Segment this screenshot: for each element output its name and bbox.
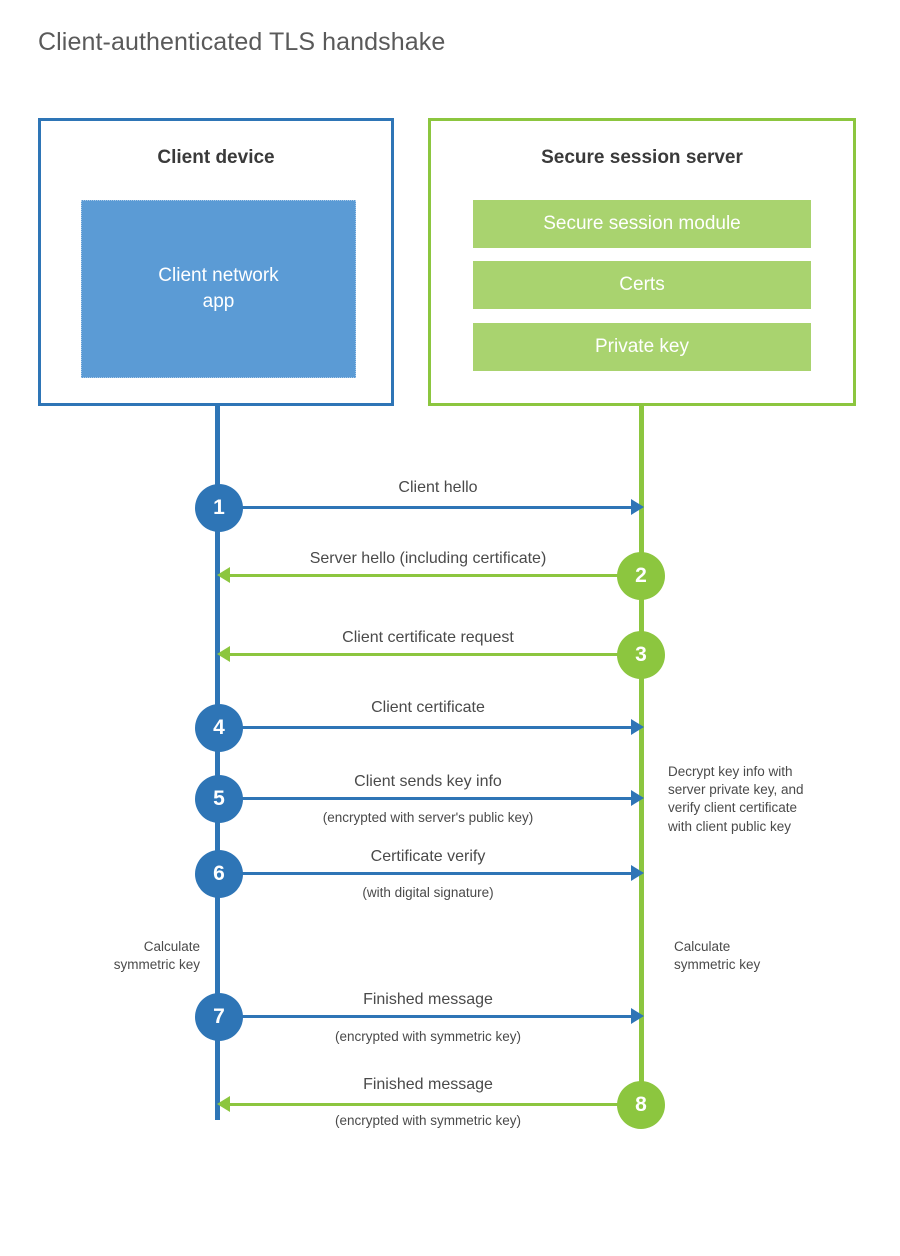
annotation-server-calculate-symmetric-key: Calculate symmetric key — [674, 938, 854, 974]
step-number: 3 — [635, 643, 647, 666]
client-app-label-line2: app — [202, 291, 235, 312]
annotation-line-1: Calculate — [674, 939, 731, 954]
message-line-step-2 — [230, 574, 640, 577]
message-line-step-6 — [217, 872, 633, 875]
message-label-step-3: Client certificate request — [342, 629, 514, 646]
message-sublabel-step-6: (with digital signature) — [362, 885, 494, 900]
step-circle-1[interactable]: 1 — [195, 484, 243, 532]
client-device-title: Client device — [157, 147, 275, 168]
step-circle-4[interactable]: 4 — [195, 704, 243, 752]
server-module-bar-certs: Certs — [473, 261, 811, 309]
annotation-line-1: Calculate — [143, 939, 200, 954]
message-label-step-7: Finished message — [363, 991, 493, 1008]
message-sublabel-step-7: (encrypted with symmetric key) — [334, 1029, 522, 1044]
client-app-label: Client network app — [158, 263, 278, 314]
message-label-step-2: Server hello (including certificate) — [309, 550, 547, 567]
message-line-step-3 — [230, 653, 640, 656]
message-label-step-8: Finished message — [363, 1076, 493, 1093]
client-app-label-line1: Client network — [158, 265, 279, 287]
server-module-bar-label: Secure session module — [543, 213, 741, 234]
annotation-client-calculate-symmetric-key: Calculate symmetric key — [20, 938, 200, 974]
step-circle-3[interactable]: 3 — [617, 631, 665, 679]
arrow-head-right-step-6 — [631, 865, 644, 881]
arrow-head-right-step-5 — [631, 790, 644, 806]
annotation-line-2: symmetric key — [674, 957, 761, 973]
secure-session-server-box: Secure session server Secure session mod… — [428, 118, 856, 406]
step-number: 8 — [635, 1093, 647, 1116]
message-line-step-8 — [230, 1103, 640, 1106]
arrow-head-right-step-7 — [631, 1008, 644, 1024]
step-number: 5 — [213, 787, 225, 810]
arrow-head-right-step-4 — [631, 719, 644, 735]
step-number: 4 — [213, 716, 225, 739]
step-number: 1 — [213, 496, 225, 519]
arrow-head-left-step-3 — [217, 646, 230, 662]
page-title: Client-authenticated TLS handshake — [38, 28, 446, 56]
message-label-step-6: Certificate verify — [370, 848, 486, 865]
message-label-step-5: Client sends key info — [354, 773, 502, 790]
annotation-line-1: Decrypt key info with — [668, 764, 793, 779]
arrow-head-right-step-1 — [631, 499, 644, 515]
step-number: 2 — [635, 564, 647, 587]
annotation-line-3: verify client certificate — [668, 800, 798, 816]
annotation-line-2: server private key, and — [668, 782, 804, 798]
server-module-bar-label: Certs — [619, 274, 665, 295]
client-lifeline — [215, 405, 220, 1120]
message-line-step-4 — [217, 726, 633, 729]
arrow-head-left-step-2 — [217, 567, 230, 583]
server-lifeline — [639, 405, 644, 1107]
message-sublabel-step-5: (encrypted with server's public key) — [322, 810, 534, 825]
step-number: 7 — [213, 1005, 225, 1028]
step-circle-2[interactable]: 2 — [617, 552, 665, 600]
step-number: 6 — [213, 862, 225, 885]
server-module-bar-private-key: Private key — [473, 323, 811, 371]
server-module-bar-label: Private key — [595, 336, 689, 357]
step-circle-7[interactable]: 7 — [195, 993, 243, 1041]
message-sublabel-step-8: (encrypted with symmetric key) — [334, 1113, 522, 1128]
arrow-head-left-step-8 — [217, 1096, 230, 1112]
step-circle-5[interactable]: 5 — [195, 775, 243, 823]
message-label-step-4: Client certificate — [371, 699, 485, 716]
step-circle-8[interactable]: 8 — [617, 1081, 665, 1129]
step-circle-6[interactable]: 6 — [195, 850, 243, 898]
client-device-box: Client device Client network app — [38, 118, 394, 406]
message-label-step-1: Client hello — [398, 479, 478, 496]
annotation-server-decrypt: Decrypt key info with server private key… — [668, 763, 868, 836]
message-line-step-1 — [217, 506, 633, 509]
message-line-step-7 — [217, 1015, 633, 1018]
server-module-bar-secure-session-module: Secure session module — [473, 200, 811, 248]
annotation-line-4: with client public key — [668, 818, 792, 834]
secure-session-server-title: Secure session server — [541, 147, 743, 168]
message-line-step-5 — [217, 797, 633, 800]
annotation-line-2: symmetric key — [113, 957, 200, 973]
client-network-app-block: Client network app — [81, 200, 356, 378]
